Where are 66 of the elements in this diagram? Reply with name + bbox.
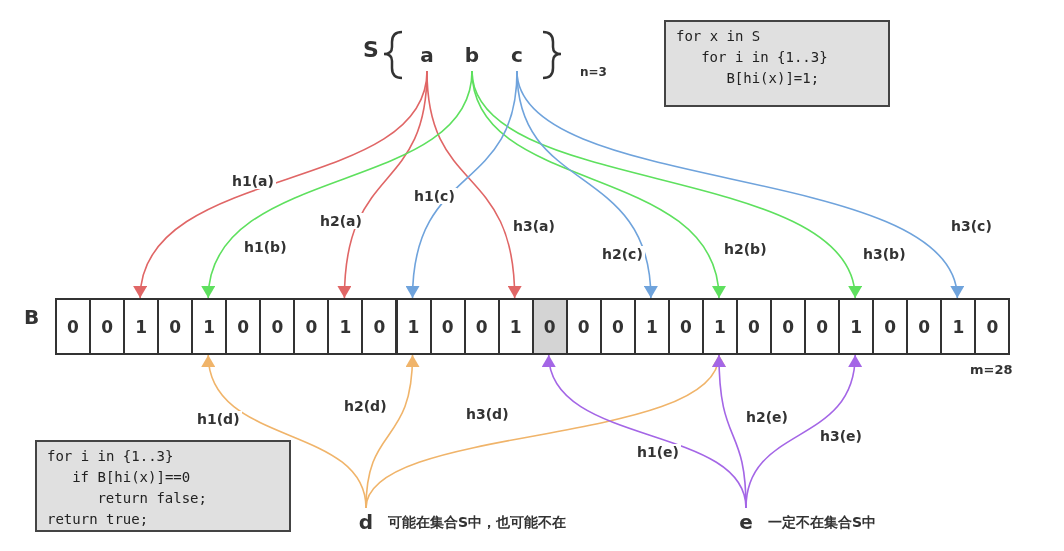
bit-cell: 0 (293, 298, 330, 355)
code-line: if B[hi(x)]==0 (71, 468, 192, 487)
text-label: B (24, 305, 40, 329)
bit-cell: 0 (906, 298, 943, 355)
arrow (471, 70, 860, 299)
edge-label: h2(d) (342, 398, 389, 414)
edge-label: h3(b) (861, 246, 908, 262)
edge-label: h1(e) (635, 444, 681, 460)
edge-label: h1(d) (195, 411, 242, 427)
bit-cell: 0 (89, 298, 126, 355)
bit-cell: 1 (395, 298, 432, 355)
bit-cell: 0 (55, 298, 92, 355)
edge-label: h1(c) (412, 188, 457, 204)
bit-cell: 0 (429, 298, 466, 355)
code-box (35, 440, 291, 532)
note-text: 可能在集合S中，也可能不在 (388, 514, 567, 532)
edge-label: h1(a) (230, 173, 276, 189)
edge-label: h3(e) (818, 428, 864, 444)
element-letter: b (462, 43, 482, 67)
note-text: 一定不在集合S中 (768, 514, 877, 532)
bit-cell: 0 (361, 298, 398, 355)
edge-label: h3(c) (949, 218, 994, 234)
code-line: for x in S (676, 27, 762, 46)
edge-label: h2(a) (318, 213, 364, 229)
edge-label: h1(b) (242, 239, 289, 255)
text-label: m=28 (970, 361, 1013, 377)
element-letter: e (736, 510, 756, 534)
bit-cell: 1 (191, 298, 228, 355)
bit-cell: 1 (701, 298, 738, 355)
code-line: return false; (96, 489, 208, 508)
bit-cell: 0 (667, 298, 704, 355)
edge-label: h3(a) (511, 218, 557, 234)
element-letter: a (417, 43, 437, 67)
bit-cell: 0 (974, 298, 1011, 355)
code-box (664, 20, 890, 107)
edge-label: h2(c) (600, 246, 645, 262)
text-label: n=3 (580, 65, 607, 79)
edge-label: h2(b) (722, 241, 769, 257)
code-line: for i in {1..3} (47, 447, 175, 466)
arrow (426, 70, 521, 299)
bit-cell: 1 (838, 298, 875, 355)
bit-cell: 1 (633, 298, 670, 355)
bit-cell: 0 (259, 298, 296, 355)
bit-cell: 0 (157, 298, 194, 355)
text-label: S (363, 37, 379, 62)
bit-cell: 1 (327, 298, 364, 355)
element-letter: c (507, 43, 527, 67)
code-line: B[hi(x)]=1; (725, 69, 821, 88)
bit-cell: 0 (225, 298, 262, 355)
bit-cell: 0 (599, 298, 636, 355)
bit-cell: 0 (565, 298, 602, 355)
bit-cell: 0 (463, 298, 500, 355)
code-line: for i in {1..3} (700, 48, 829, 67)
arrow (745, 354, 861, 509)
bit-cell: 1 (497, 298, 534, 355)
edge-label: h2(e) (744, 409, 790, 425)
bit-cell: 0 (736, 298, 773, 355)
code-line: return true; (47, 510, 150, 529)
bit-cell: 0 (804, 298, 841, 355)
bit-cell: 0 (531, 298, 568, 355)
element-letter: d (356, 510, 376, 534)
bit-cell: 1 (940, 298, 977, 355)
edge-label: h3(d) (464, 406, 511, 422)
bit-cell: 0 (770, 298, 807, 355)
bit-cell: 0 (872, 298, 909, 355)
bit-cell: 1 (123, 298, 160, 355)
